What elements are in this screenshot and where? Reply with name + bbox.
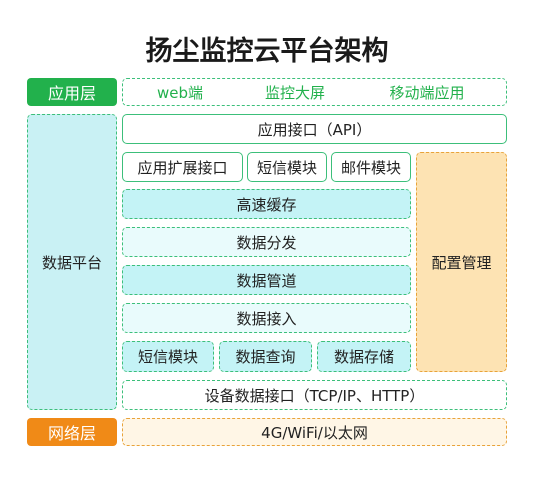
app-item-web: web端	[156, 83, 204, 102]
query-box: 数据查询	[219, 341, 312, 372]
ingestion-box: 数据接入	[122, 303, 411, 333]
device-interface-box: 设备数据接口（TCP/IP、HTTP）	[122, 380, 507, 410]
app-interface-box: 应用接口（API）	[122, 114, 507, 144]
network-layer-label: 网络层	[27, 418, 117, 446]
data-platform-label: 数据平台	[27, 114, 117, 410]
mail-module-box: 邮件模块	[331, 152, 411, 182]
pipeline-box: 数据管道	[122, 265, 411, 295]
app-layer-row	[122, 78, 507, 106]
distribution-box: 数据分发	[122, 227, 411, 257]
network-layer-box: 4G/WiFi/以太网	[122, 418, 507, 446]
cache-box: 高速缓存	[122, 189, 411, 219]
sms-module-box: 短信模块	[247, 152, 327, 182]
storage-box: 数据存储	[317, 341, 411, 372]
app-layer-label: 应用层	[27, 78, 117, 106]
bottom-sms-box: 短信模块	[122, 341, 214, 372]
ext-interface-box: 应用扩展接口	[122, 152, 243, 182]
app-item-monitor-screen: 监控大屏	[264, 83, 325, 102]
app-item-mobile: 移动端应用	[389, 83, 465, 102]
config-management-box: 配置管理	[416, 152, 507, 372]
diagram-title: 扬尘监控云平台架构	[145, 35, 389, 67]
